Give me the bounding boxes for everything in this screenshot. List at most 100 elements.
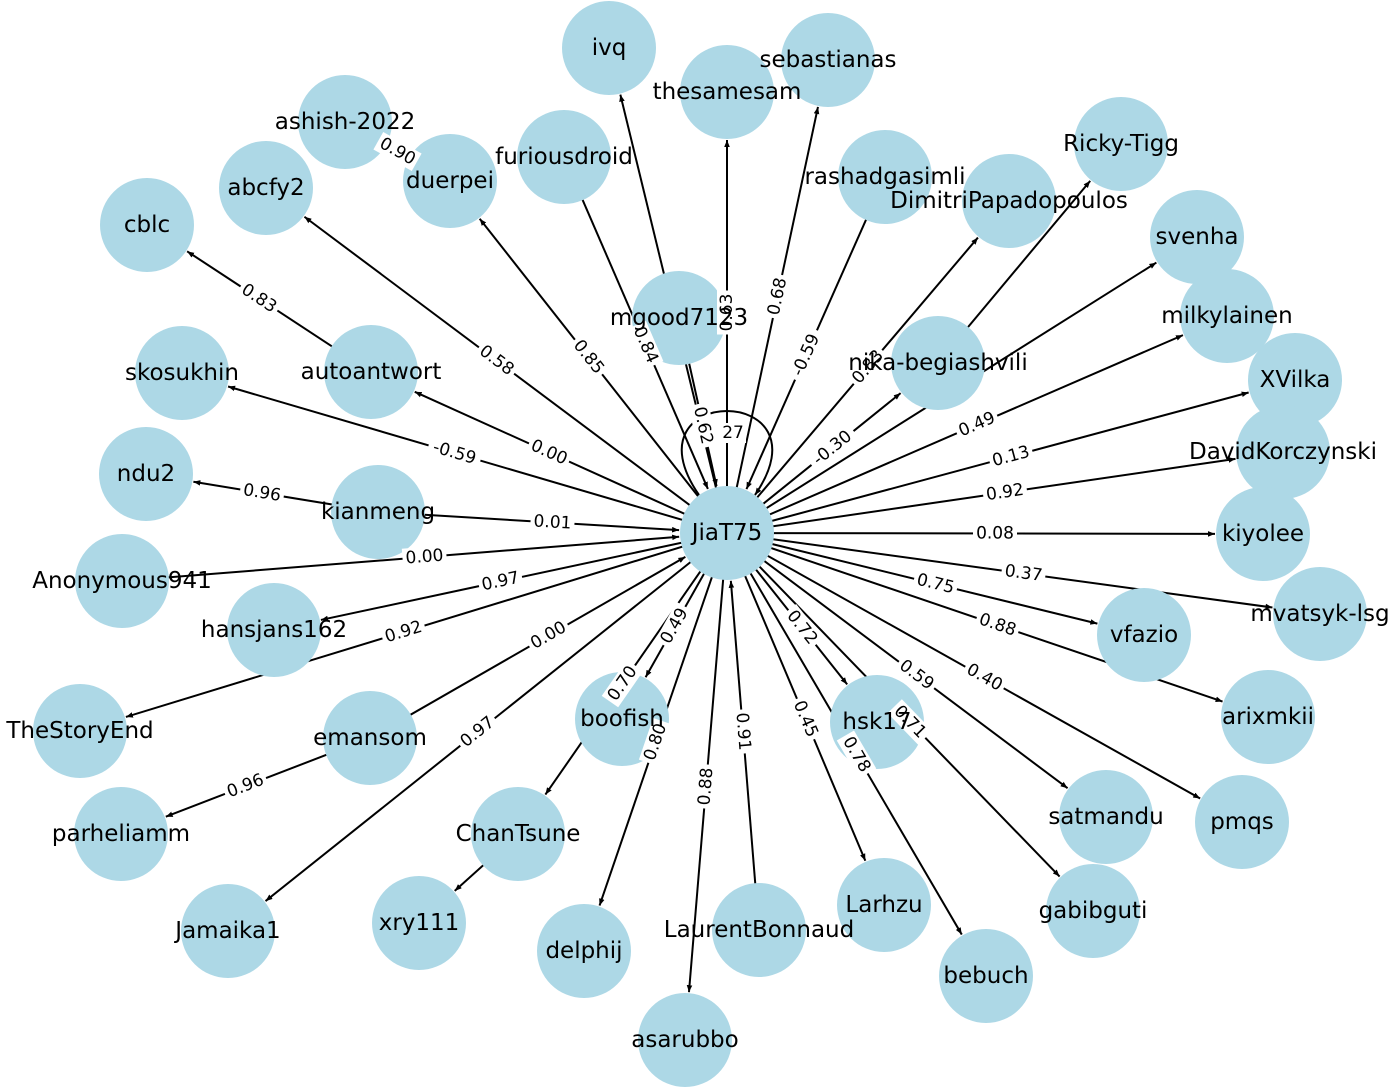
edge-label: 0.88 — [694, 767, 717, 806]
edge-label-background — [981, 479, 1029, 506]
node-mvatsyk-lsg — [1273, 567, 1367, 661]
node-kiyolee — [1216, 487, 1310, 581]
node-circle — [1097, 588, 1191, 682]
edge-label: 0.63 — [717, 294, 737, 332]
edge-jiat75-to-mvatsyk-lsg — [728, 532, 1273, 610]
edge-label-background — [476, 567, 525, 596]
node-circle — [331, 465, 425, 559]
node-mgood7123 — [632, 271, 726, 365]
edge-label: 0.62 — [689, 405, 717, 446]
edge-label-background — [688, 401, 718, 450]
node-autoantwort — [324, 325, 418, 419]
edge-jiat75-to-milkylainen — [728, 334, 1184, 534]
edge-label-group: 0.49 — [654, 601, 695, 651]
edge-label-group: 0.96 — [238, 479, 286, 507]
node-label: LaurentBonnaud — [664, 917, 854, 943]
edge-label-group: 0.75 — [911, 569, 960, 599]
self-loop-label-background — [720, 423, 746, 443]
node-bebuch — [939, 929, 1033, 1023]
edge-label-background — [235, 278, 283, 319]
edge-label-background — [987, 441, 1035, 472]
node-label: skosukhin — [125, 360, 239, 386]
edge-label-background — [567, 333, 610, 381]
node-skosukhin — [135, 326, 229, 420]
edge-jiat75-to-asarubbo — [686, 534, 728, 993]
node-label: JiaT75 — [690, 520, 763, 546]
edge-label: 0.88 — [976, 609, 1018, 640]
edge-label-background — [401, 545, 448, 569]
edge-label: 0.92 — [985, 480, 1025, 505]
node-circle — [1059, 770, 1153, 864]
node-circle — [1046, 864, 1140, 958]
node-dimitripapadopoulos — [962, 154, 1056, 248]
edge-label-background — [238, 479, 286, 507]
node-label: DimitriPapadopoulos — [890, 188, 1128, 214]
node-label: Anonymous941 — [32, 568, 212, 594]
edge-label-group: 0.97 — [454, 710, 501, 754]
edge-label-group: 0.08 — [972, 523, 1018, 544]
node-circle — [638, 993, 732, 1087]
node-circle — [891, 316, 985, 410]
node-delphij — [537, 904, 631, 998]
edge-label-background — [960, 658, 1009, 697]
edge-label-background — [454, 710, 501, 754]
node-circle — [99, 427, 193, 521]
node-kianmeng — [331, 465, 425, 559]
edge-label: 0.45 — [789, 698, 822, 741]
node-circle — [219, 141, 313, 235]
node-label: mgood7123 — [610, 305, 748, 331]
node-satmandu — [1059, 770, 1153, 864]
node-arixmkii — [1221, 670, 1315, 764]
node-label: gabibguti — [1039, 898, 1148, 924]
node-circle — [33, 684, 127, 778]
node-label: satmandu — [1048, 804, 1163, 830]
node-label: Jamaika1 — [173, 918, 280, 944]
node-circle — [372, 876, 466, 970]
edge-label-group: 0.72 — [780, 604, 824, 651]
edge-label-group: 0.00 — [524, 615, 573, 656]
node-svenha — [1150, 190, 1244, 284]
node-milkylainen — [1180, 269, 1274, 363]
node-label: hsk17 — [842, 709, 911, 735]
edge-label-group: 0.88 — [973, 608, 1022, 642]
edge-anonymous941-to-jiat75 — [123, 534, 680, 582]
edge-laurentbonnaud-to-jiat75 — [728, 580, 760, 929]
edge-label-group: 0.96 — [221, 768, 270, 804]
edge-label-background — [638, 717, 673, 767]
edge-label: 0.96 — [242, 480, 283, 506]
node-circle — [837, 858, 931, 952]
node-asarubbo — [638, 993, 732, 1087]
node-chantsune — [471, 787, 565, 881]
node-circle — [74, 787, 168, 881]
edge-jiat75-to-pmqs — [728, 533, 1201, 800]
edge-label-background — [524, 434, 574, 471]
edge-label-background — [654, 601, 695, 651]
node-circle — [471, 787, 565, 881]
node-label: ashish-2022 — [275, 109, 415, 135]
edge-label: 0.75 — [915, 570, 957, 598]
edge-label-background — [373, 132, 422, 171]
edge-jiat75-to-thestoryend — [125, 532, 726, 718]
node-label: XVilka — [1260, 367, 1331, 393]
node-furiousdroid — [517, 110, 611, 204]
node-label: rashadgasimli — [804, 164, 965, 190]
node-label: nika-begiashvili — [848, 350, 1027, 376]
edge-label: -0.59 — [431, 437, 479, 469]
edge-label-group: 0.92 — [981, 479, 1029, 506]
edge-jiat75-to-davidkorczynski — [728, 457, 1236, 534]
edge-label-background — [524, 615, 573, 656]
node-ricky-tigg — [1074, 97, 1168, 191]
self-loop-edge — [681, 410, 773, 496]
nodes-layer — [33, 1, 1367, 1087]
node-circle — [1273, 567, 1367, 661]
edge-jiat75-to-vfazio — [728, 532, 1098, 625]
edge-label-background — [785, 326, 827, 384]
node-label: pmqs — [1210, 809, 1274, 835]
edge-label-background — [972, 523, 1018, 544]
node-circle — [75, 534, 169, 628]
node-circle — [1150, 190, 1244, 284]
edge-label-group: 0.62 — [688, 401, 718, 450]
edge-label-group: 0.37 — [1000, 560, 1047, 587]
node-ivq — [562, 1, 656, 95]
